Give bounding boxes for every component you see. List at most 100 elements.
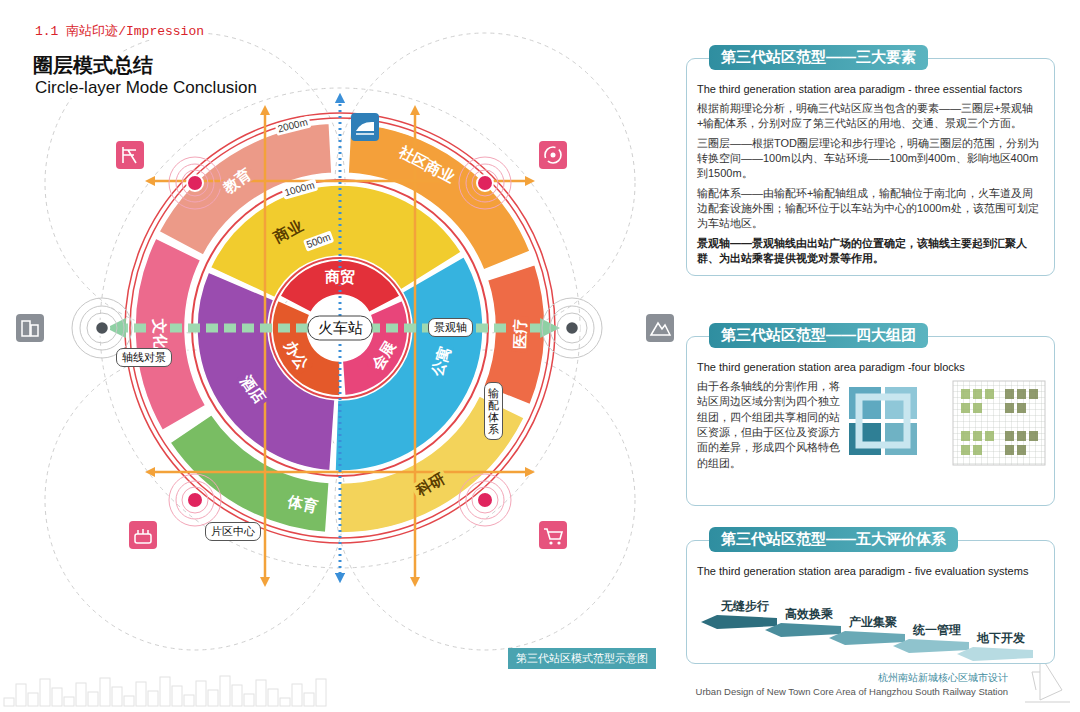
block-plan-building bbox=[961, 445, 970, 455]
block-square bbox=[849, 423, 881, 455]
block-plan-building bbox=[1017, 403, 1026, 413]
cycle-symbol bbox=[545, 147, 561, 163]
info-panel: 第三代站区范型——三大要素The third generation statio… bbox=[686, 58, 1055, 276]
ring-sector: 办公 bbox=[280, 335, 314, 375]
guide-circles bbox=[45, 33, 635, 650]
target-ring bbox=[182, 487, 208, 513]
icon bbox=[116, 141, 144, 169]
side-ring bbox=[80, 306, 124, 350]
ring-sector: 会展 bbox=[366, 335, 400, 375]
callout-box: 片区中心 bbox=[205, 522, 261, 541]
side-dot bbox=[95, 321, 109, 335]
step-arrow: 产业集聚 bbox=[829, 615, 905, 645]
block-plan-building bbox=[1005, 403, 1014, 413]
icon-tile bbox=[351, 113, 379, 141]
block-plan-building bbox=[1005, 431, 1014, 441]
block-plan-building bbox=[1005, 445, 1014, 455]
icon bbox=[646, 314, 674, 342]
step-arrow-body bbox=[893, 639, 969, 653]
panel-body: 三圈层——根据TOD圈层理论和步行理论，明确三圈层的范围，分别为转换空间——10… bbox=[697, 136, 1044, 182]
block-plan-building bbox=[961, 389, 970, 399]
step-label: 无缝步行 bbox=[701, 599, 777, 613]
block-plan-building bbox=[1029, 389, 1038, 399]
skyline-building bbox=[160, 677, 170, 706]
info-panel: 第三代站区范型——五大评价体系The third generation stat… bbox=[686, 540, 1055, 664]
station-core bbox=[309, 297, 371, 359]
skyline-building bbox=[76, 683, 86, 706]
panel-subtitle: The third generation station area paradi… bbox=[697, 83, 1044, 97]
ring-sector: 商贸 bbox=[322, 268, 358, 285]
icon-tile bbox=[539, 141, 567, 169]
target-ring bbox=[466, 164, 504, 202]
ring-label: 科研 bbox=[413, 469, 448, 499]
targets bbox=[72, 157, 602, 526]
diagram-title: 圈层模式总结 bbox=[33, 52, 153, 79]
skyline-building bbox=[256, 680, 266, 706]
block-plan-building bbox=[1029, 431, 1038, 441]
train-symbol bbox=[356, 122, 374, 131]
step-label: 高效换乘 bbox=[765, 607, 841, 621]
skyline-building bbox=[64, 697, 74, 706]
icon-tile bbox=[129, 521, 157, 549]
ring-label: 商贸 bbox=[325, 268, 355, 285]
orange-axis-arrow bbox=[150, 180, 530, 183]
block-plan-building bbox=[961, 403, 970, 413]
rail-symbol bbox=[356, 133, 374, 135]
skyline-building bbox=[208, 690, 218, 706]
panel-body: 景观轴——景观轴线由出站广场的位置确定，该轴线主要起到汇聚人群、为出站乘客提供视… bbox=[697, 236, 1044, 267]
block-plan-building bbox=[1017, 431, 1026, 441]
step-arrow: 统一管理 bbox=[893, 623, 969, 653]
cake-symbol bbox=[138, 529, 148, 534]
target-ring bbox=[169, 157, 221, 209]
side-ring bbox=[557, 313, 587, 343]
target-ring bbox=[182, 170, 208, 196]
ring-label: 体育 bbox=[286, 493, 319, 516]
distance-label: 2000m bbox=[275, 116, 311, 136]
step-arrow: 地下开发 bbox=[957, 631, 1033, 661]
skyline-building bbox=[292, 684, 302, 706]
ring-sector-shape bbox=[135, 238, 206, 430]
step-arrow: 无缝步行 bbox=[701, 599, 777, 629]
skyline-building bbox=[172, 686, 182, 706]
skyline-building bbox=[316, 679, 326, 706]
target-ring bbox=[466, 481, 504, 519]
distance-label: 500m bbox=[303, 230, 334, 251]
ring-sector: 酒店 bbox=[236, 369, 271, 408]
ring-sector: 教育 bbox=[217, 163, 256, 198]
cart-symbol bbox=[544, 529, 562, 539]
skyline-building bbox=[52, 688, 62, 706]
ring-sector: 公寓 bbox=[427, 341, 455, 381]
block-plan-building bbox=[973, 389, 982, 399]
skyline-building bbox=[196, 681, 206, 706]
step-label: 地下开发 bbox=[957, 631, 1033, 645]
skyline-sketch bbox=[4, 676, 326, 706]
ring-sector: 商业 bbox=[268, 215, 308, 247]
axes bbox=[116, 98, 550, 582]
panel-body: 由于各条轴线的分割作用，将站区周边区域分割为四个独立组团，四个组团共享相同的站区… bbox=[697, 379, 845, 471]
skyline-building bbox=[40, 679, 50, 706]
station-pill: 火车站 bbox=[308, 316, 373, 341]
icon bbox=[539, 141, 567, 169]
block-plan-building bbox=[973, 445, 982, 455]
skyline-building bbox=[136, 682, 146, 706]
block-plan-building bbox=[973, 431, 982, 441]
ring-label: 办公 bbox=[281, 338, 312, 373]
building-symbol bbox=[22, 321, 30, 336]
block-plan-building bbox=[961, 431, 970, 441]
ring-label: 医疗 bbox=[511, 319, 529, 350]
icon-tile bbox=[646, 314, 674, 342]
panel-heading: 第三代站区范型——三大要素 bbox=[709, 45, 928, 70]
icon-tile bbox=[16, 314, 44, 342]
building-symbol bbox=[31, 325, 38, 336]
target-ring bbox=[472, 170, 498, 196]
icon bbox=[539, 521, 567, 549]
landscape-symbol bbox=[651, 323, 670, 335]
header-text: Circle-layer Mode Conclusion bbox=[33, 78, 259, 98]
callout-label: 轴线对景 bbox=[122, 350, 166, 365]
skyline-building bbox=[184, 695, 194, 706]
panel-heading: 第三代站区范型——五大评价体系 bbox=[709, 527, 958, 552]
block-plan-building bbox=[1017, 445, 1026, 455]
ring-label: 教育 bbox=[220, 165, 254, 196]
